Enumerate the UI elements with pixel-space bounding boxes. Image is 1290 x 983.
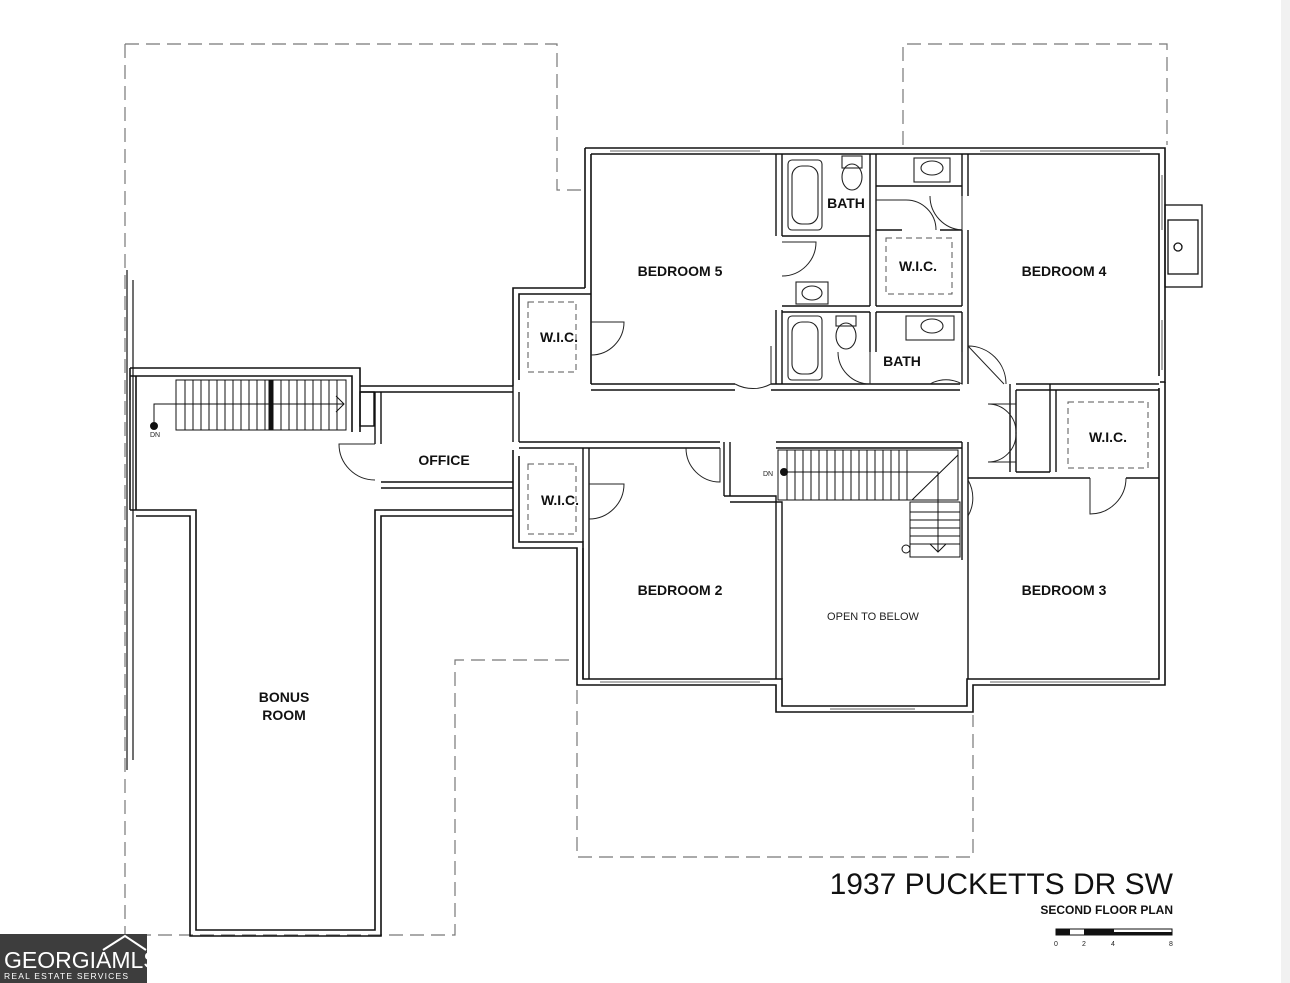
logo-sub-text: REAL ESTATE SERVICES [4,971,129,981]
georgiamls-logo: GEORGIAMLS REAL ESTATE SERVICES [0,934,159,983]
dashed-outline-left-wing [125,43,585,191]
door-swings [338,195,1127,520]
scale-tick-4: 4 [1111,941,1115,948]
fireplace-bump [1164,204,1203,288]
room-label-bath-upper: BATH [827,195,865,211]
interior-walls [359,154,1159,679]
dashed-outline-left-side [124,44,575,936]
room-label-bedroom-4: BEDROOM 4 [1022,263,1107,279]
scale-tick-0: 0 [1054,941,1058,948]
room-label-wic-bedroom4: W.I.C. [899,258,937,274]
plan-address-title: 1937 PUCKETTS DR SW [830,868,1174,901]
room-label-wic-bedroom5: W.I.C. [540,329,578,345]
stair-left [150,379,347,431]
plan-subtitle: SECOND FLOOR PLAN [1040,903,1173,917]
page-edge [1281,0,1290,983]
dashed-outlines [124,43,1168,936]
dashed-outline-bottom [576,690,974,858]
logo-main-text: GEORGIAMLS [4,947,159,973]
logo-background [0,934,147,983]
exterior-walls [126,147,1166,937]
room-label-bedroom-5: BEDROOM 5 [638,263,723,279]
room-label-open-to-below: OPEN TO BELOW [827,611,920,623]
closet-shelves [527,237,1149,535]
windows [129,150,1163,710]
room-label-wic-bedroom2: W.I.C. [541,492,579,508]
room-label-bedroom-2: BEDROOM 2 [638,582,723,598]
room-label-bedroom-3: BEDROOM 3 [1022,582,1107,598]
stair-center-dn-label: DN [763,471,773,478]
room-label-bath-lower: BATH [883,353,921,369]
stair-left-dn-label: DN [150,432,160,439]
room-label-wic-bedroom3: W.I.C. [1089,429,1127,445]
logo-roof-mark [102,934,147,951]
plumbing-fixtures [787,155,955,381]
scale-tick-2: 2 [1082,941,1086,948]
room-label-bonus-line2: ROOM [262,707,306,723]
scale-tick-8: 8 [1169,941,1173,948]
scale-bar: 0 2 4 8 [1054,928,1173,948]
room-label-bonus-line1: BONUS [259,689,310,705]
room-label-office: OFFICE [418,452,469,468]
dashed-outline-right [902,43,1168,145]
stair-center [777,449,961,558]
